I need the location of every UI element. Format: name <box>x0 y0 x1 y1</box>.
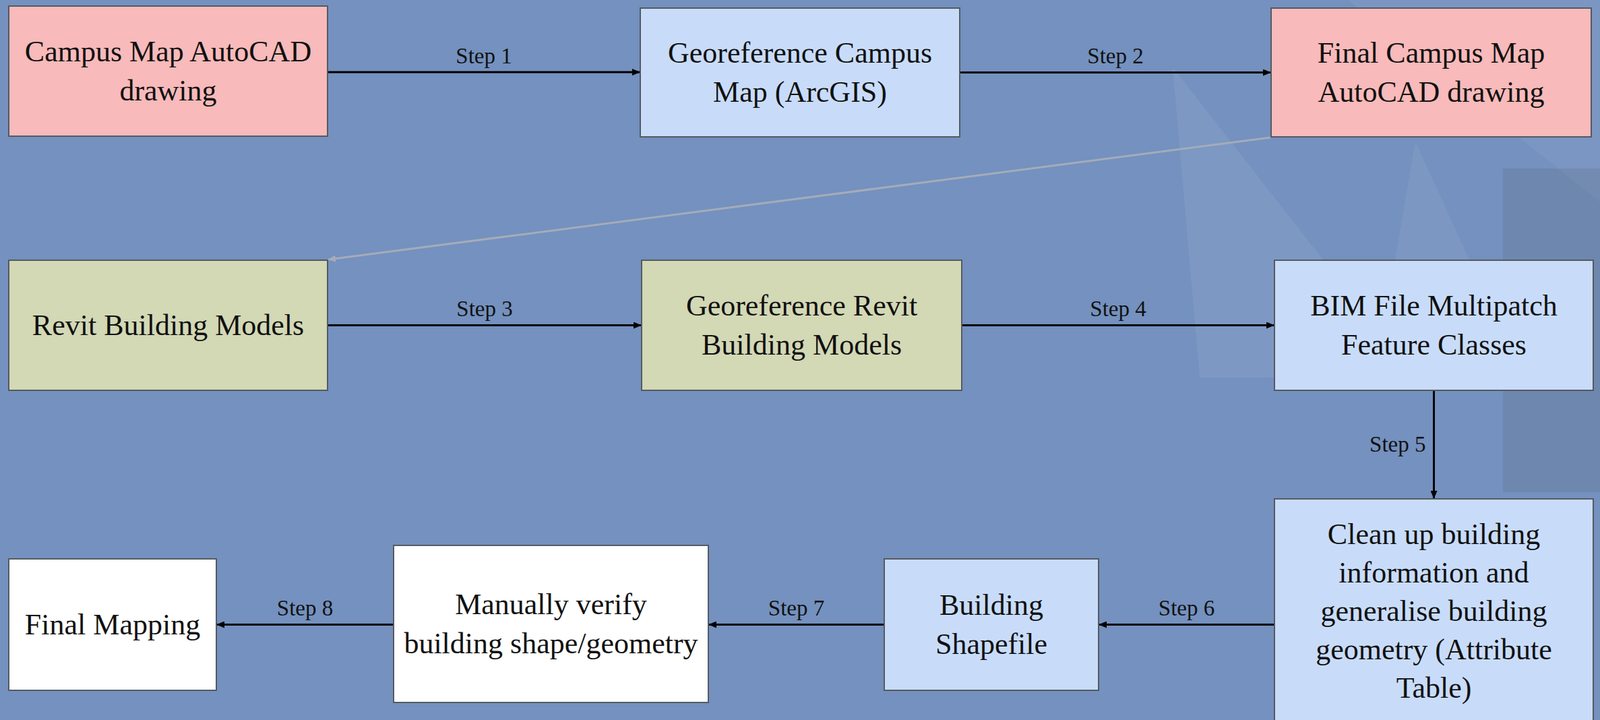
box-text: Building Shapefile <box>894 585 1089 663</box>
box-text: Campus Map AutoCAD drawing <box>18 32 318 110</box>
process-box: Georeference Campus Map (ArcGIS) <box>639 7 961 138</box>
box-text: Final Campus Map AutoCAD drawing <box>1281 33 1582 111</box>
process-box: Revit Building Models <box>8 259 329 391</box>
flow-arrow <box>962 324 1274 327</box>
process-box: Final Campus Map AutoCAD drawing <box>1270 7 1592 138</box>
flow-arrow <box>1099 623 1274 626</box>
process-box: Campus Map AutoCAD drawing <box>8 5 329 137</box>
flow-arrow <box>328 137 1271 260</box>
box-text: Final Mapping <box>24 605 201 644</box>
process-box: Manually verify building shape/geometry <box>392 544 710 703</box>
flow-arrow <box>217 623 393 626</box>
process-box: Georeference Revit Building Models <box>640 259 963 391</box>
step-label: Step 2 <box>1087 43 1144 69</box>
box-text: BIM File Multipatch Feature Classes <box>1284 286 1584 364</box>
flow-arrow <box>709 623 884 626</box>
flow-arrow <box>1432 390 1435 499</box>
process-box: Final Mapping <box>8 558 218 691</box>
step-label: Step 8 <box>277 595 333 621</box>
step-label: Step 6 <box>1158 595 1215 621</box>
step-label: Step 5 <box>1369 432 1426 457</box>
box-text: Georeference Campus Map (ArcGIS) <box>650 33 950 111</box>
box-text: Clean up building information and genera… <box>1284 514 1584 708</box>
step-label: Step 7 <box>768 595 825 621</box>
box-text: Georeference Revit Building Models <box>651 286 952 364</box>
flow-arrow <box>328 71 640 74</box>
step-label: Step 4 <box>1089 296 1146 321</box>
process-box: Clean up building information and genera… <box>1273 498 1594 720</box>
step-label: Step 1 <box>455 43 512 69</box>
flow-arrow <box>960 71 1271 74</box>
process-box: Building Shapefile <box>883 558 1100 691</box>
box-text: Manually verify building shape/geometry <box>403 585 699 662</box>
box-text: Revit Building Models <box>32 305 304 345</box>
step-label: Step 3 <box>456 296 513 321</box>
flow-arrow <box>328 324 641 327</box>
process-box: BIM File Multipatch Feature Classes <box>1273 259 1594 391</box>
